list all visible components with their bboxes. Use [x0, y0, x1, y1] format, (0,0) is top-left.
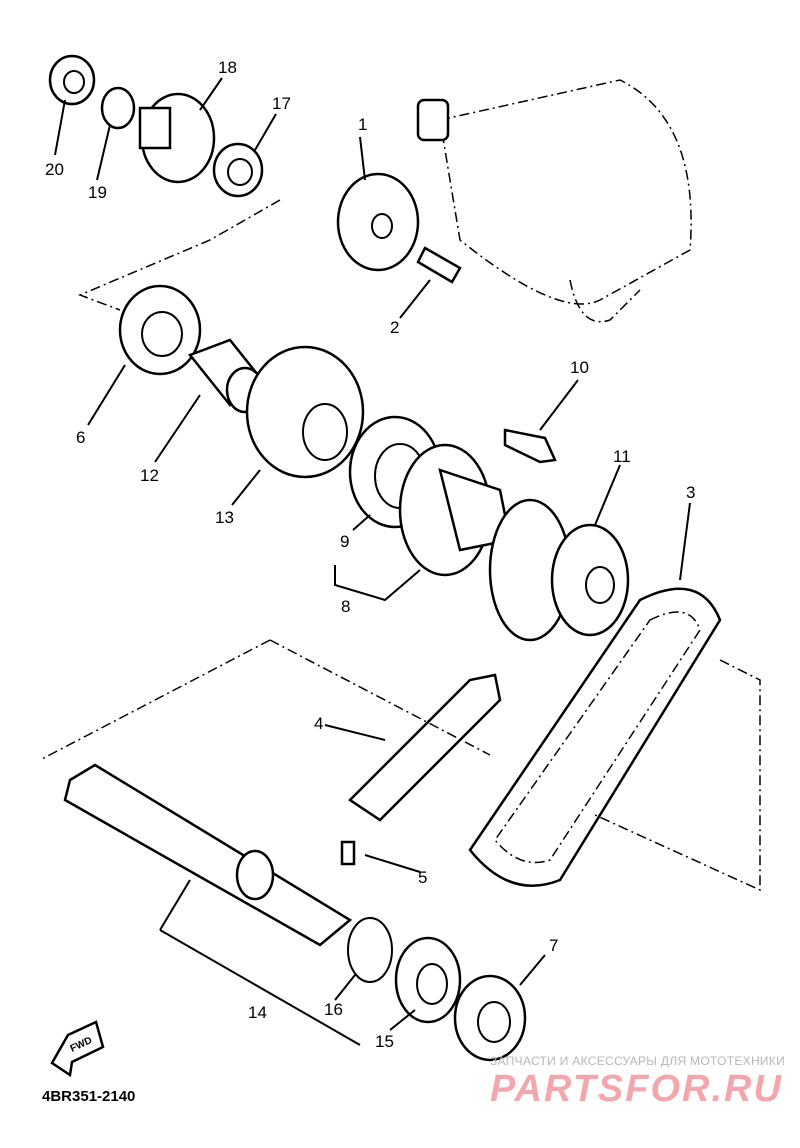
label-1: 1 — [358, 115, 367, 134]
bearing-17 — [212, 142, 264, 198]
label-16: 16 — [324, 1000, 343, 1019]
watermark-brand: PARTSFOR.RU — [490, 1068, 783, 1110]
bearing-15 — [394, 936, 462, 1024]
o-ring-16 — [347, 917, 393, 983]
label-18: 18 — [218, 58, 237, 77]
label-6: 6 — [76, 428, 85, 447]
shaft-14 — [63, 763, 353, 947]
fwd-arrow-icon: FWD — [50, 1020, 105, 1078]
sprocket-13 — [245, 345, 365, 479]
label-11: 11 — [613, 447, 631, 466]
label-12: 12 — [140, 466, 159, 485]
chain-guide-4 — [348, 673, 502, 822]
chain-3 — [468, 587, 722, 887]
label-13: 13 — [215, 508, 234, 527]
label-8: 8 — [341, 597, 350, 616]
sprocket-11 — [488, 498, 630, 642]
nut-20 — [48, 54, 96, 106]
label-19: 19 — [88, 183, 107, 202]
key-10 — [503, 428, 557, 464]
starter-motor — [416, 79, 692, 323]
label-10: 10 — [570, 358, 589, 377]
lock-washer-19 — [100, 86, 136, 130]
label-4: 4 — [314, 714, 323, 733]
label-17: 17 — [272, 94, 291, 113]
label-14: 14 — [248, 1003, 267, 1022]
clutch-housing-8 — [398, 443, 512, 577]
bearing-6 — [118, 284, 202, 376]
label-20: 20 — [45, 160, 64, 179]
oil-seal-7 — [453, 974, 527, 1062]
label-15: 15 — [375, 1032, 394, 1051]
label-3: 3 — [686, 483, 695, 502]
diagram-code: 4BR351-2140 — [42, 1088, 136, 1105]
gear-18 — [138, 92, 216, 184]
pin-2 — [416, 246, 462, 284]
label-2: 2 — [390, 318, 399, 337]
label-7: 7 — [549, 936, 558, 955]
watermark-tagline: ЗАПЧАСТИ И АКСЕССУАРЫ ДЛЯ МОТОТЕХНИКИ — [490, 1054, 786, 1068]
bolt-5 — [340, 840, 356, 866]
gear-1 — [336, 172, 420, 272]
label-9: 9 — [340, 532, 349, 551]
label-5: 5 — [418, 868, 427, 887]
